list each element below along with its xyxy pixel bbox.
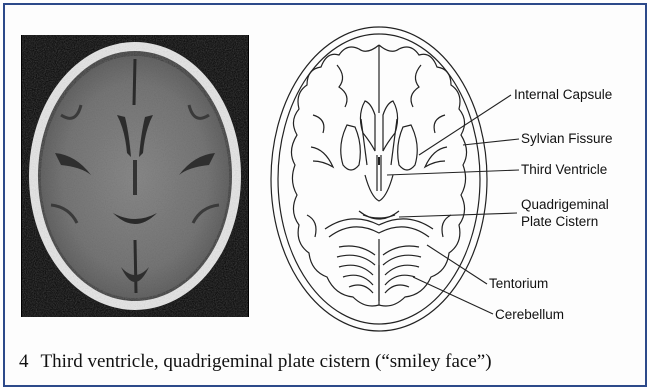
label-internal-capsule: Internal Capsule	[514, 87, 612, 103]
ct-scan-graphic	[21, 35, 249, 317]
leader-quadrigeminal	[399, 213, 517, 217]
leader-tentorium	[427, 245, 487, 284]
label-third-ventricle: Third Ventricle	[521, 162, 607, 178]
caption-number: 4	[19, 351, 29, 372]
label-tentorium: Tentorium	[489, 276, 548, 292]
label-sylvian-fissure: Sylvian Fissure	[521, 131, 613, 147]
label-quadrigeminal-line1: Quadrigeminal	[521, 197, 609, 213]
figure-frame: Internal Capsule Sylvian Fissure Third V…	[3, 3, 647, 387]
label-quadrigeminal-line2: Plate Cistern	[521, 214, 598, 230]
leader-sylvian-fissure	[463, 139, 519, 145]
leader-third-ventricle	[387, 170, 519, 175]
label-cerebellum: Cerebellum	[495, 307, 564, 323]
ct-scan-image	[21, 35, 249, 317]
figure-caption: 4 Third ventricle, quadrigeminal plate ci…	[19, 351, 492, 373]
caption-text: Third ventricle, quadrigeminal plate cis…	[41, 351, 492, 372]
brain-diagram: Internal Capsule Sylvian Fissure Third V…	[267, 15, 647, 337]
